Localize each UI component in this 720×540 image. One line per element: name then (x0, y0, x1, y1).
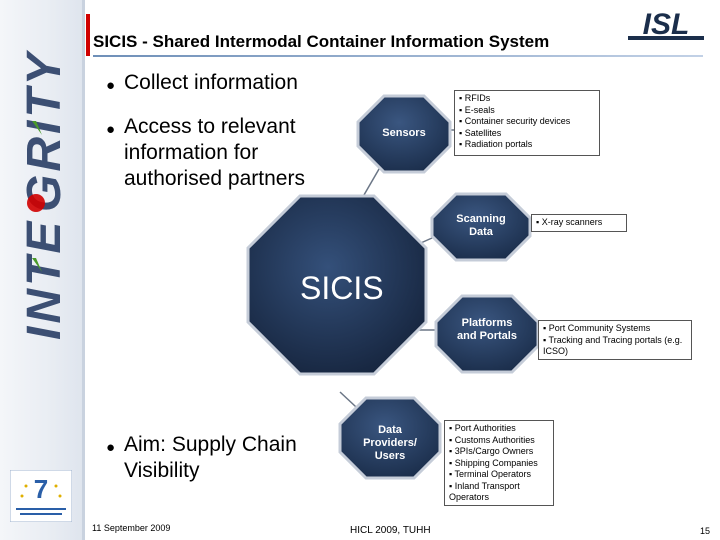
eu-framework-logo: 7 (9, 469, 73, 523)
list-item: Terminal Operators (449, 469, 549, 481)
bullet-dot-icon: ● (106, 77, 116, 94)
bullet-collect-text: Collect information (124, 71, 298, 94)
scanning-list-box: X-ray scanners (531, 214, 627, 232)
list-item: Customs Authorities (449, 435, 549, 447)
node-providers-shape (338, 396, 442, 480)
bullet-aim-text: Aim: Supply Chain Visibility (124, 433, 297, 482)
list-item: Tracking and Tracing portals (e.g. ICSO) (543, 335, 687, 358)
footer-date: 11 September 2009 (92, 523, 171, 533)
node-providers-label: Data Providers/ Users (363, 424, 417, 462)
title-underline (93, 55, 703, 57)
integrity-logo: INTE GRITY (2, 40, 80, 340)
node-scanning-label: Scanning Data (456, 213, 506, 238)
list-item: RFIDs (459, 93, 595, 105)
bullet-access-text: Access to relevant information for autho… (124, 115, 305, 190)
title-accent-bar (86, 14, 90, 56)
list-item: Radiation portals (459, 139, 595, 151)
providers-list-box: Port Authorities Customs Authorities 3PI… (444, 420, 554, 506)
sidebar-divider (82, 0, 85, 540)
footer-page-number: 15 (700, 526, 711, 536)
list-item: Inland Transport Operators (449, 481, 549, 504)
list-item: Port Authorities (449, 423, 549, 435)
platforms-list-box: Port Community Systems Tracking and Trac… (538, 320, 692, 360)
bullet-access: ● Access to relevant information for aut… (106, 114, 334, 192)
isl-logo: ISL (628, 8, 704, 42)
node-platforms-shape (434, 294, 540, 374)
bullet-aim: ● Aim: Supply Chain Visibility (106, 432, 364, 484)
list-item: Satellites (459, 128, 595, 140)
list-item: X-ray scanners (536, 217, 622, 229)
svg-text:GRITY: GRITY (18, 49, 71, 212)
node-platforms-label: Platforms and Portals (457, 317, 517, 342)
node-scanning-shape (430, 192, 532, 262)
bullet-dot-icon: ● (106, 439, 116, 456)
node-sensors-label: Sensors (382, 127, 426, 139)
bullet-dot-icon: ● (106, 121, 116, 138)
list-item: Port Community Systems (543, 323, 687, 335)
footer-conference: HICL 2009, TUHH (350, 525, 431, 536)
list-item: Shipping Companies (449, 458, 549, 470)
list-item: E-seals (459, 105, 595, 117)
list-item: Container security devices (459, 116, 595, 128)
bullet-collect: ● Collect information (106, 70, 298, 96)
node-sensors-shape (356, 94, 452, 174)
page-title: SICIS - Shared Intermodal Container Info… (93, 32, 550, 51)
sicis-center-label: SICIS (300, 270, 384, 306)
sicis-octagon (246, 194, 428, 376)
sensors-list-box: RFIDs E-seals Container security devices… (454, 90, 600, 156)
svg-text:INTE: INTE (18, 219, 71, 340)
isl-logo-text: ISL (643, 10, 690, 41)
svg-text:7: 7 (34, 474, 48, 504)
list-item: 3PIs/Cargo Owners (449, 446, 549, 458)
